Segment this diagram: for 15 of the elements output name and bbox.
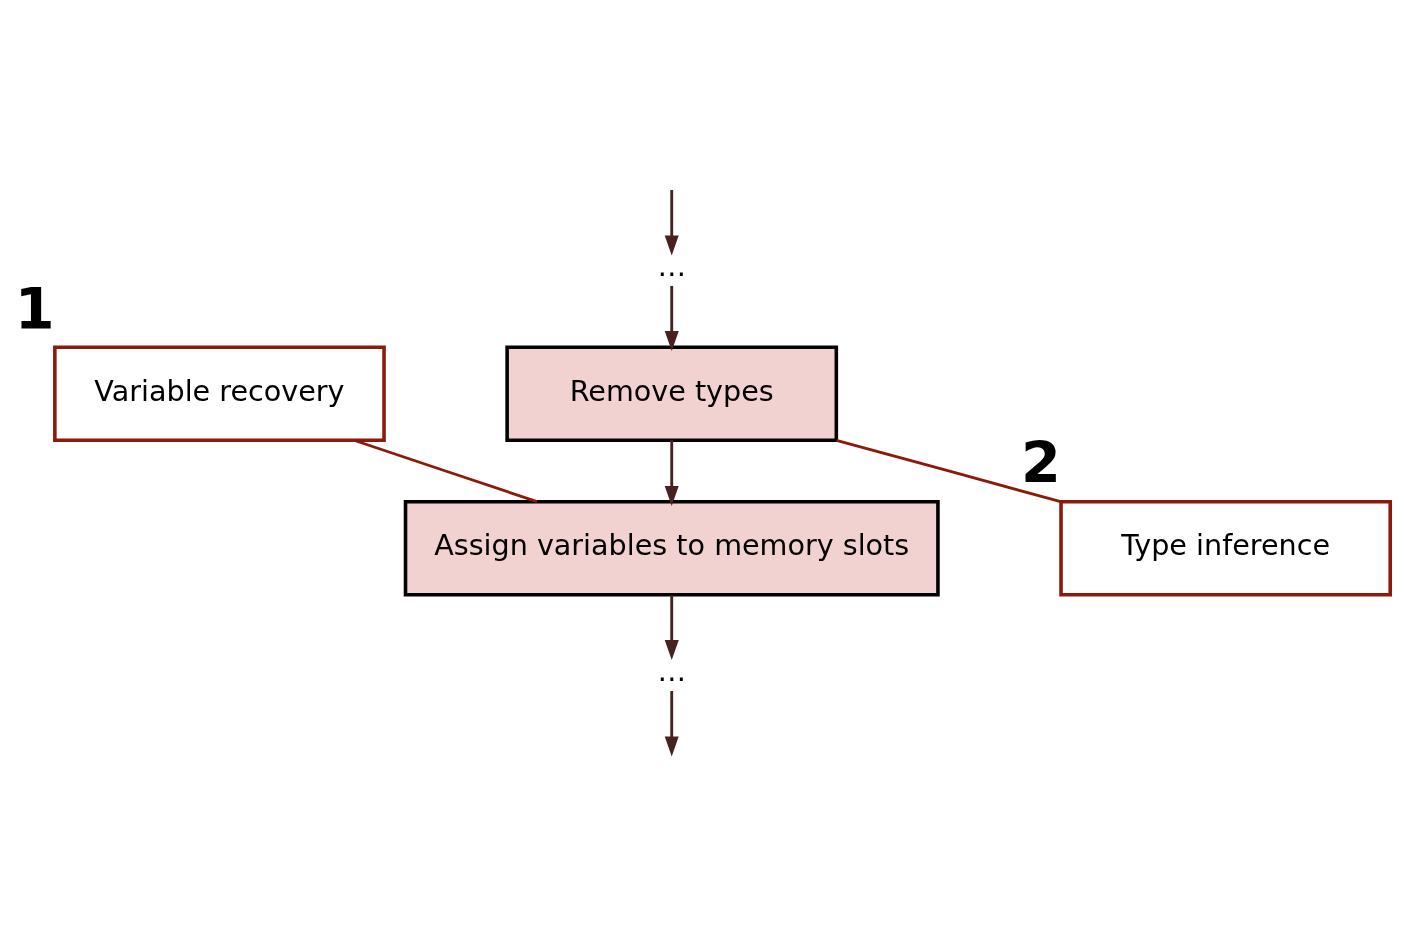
node-box: Variable recovery — [53, 345, 386, 443]
arrow — [664, 595, 679, 661]
arrow — [664, 285, 679, 352]
node-text: … — [657, 653, 687, 688]
connector — [353, 438, 538, 503]
node-box: Type inference — [1059, 499, 1392, 597]
node-text: … — [657, 248, 687, 283]
arrow — [664, 440, 679, 506]
node-box: Remove types — [505, 345, 839, 443]
node-label: 1 — [14, 275, 55, 343]
arrow — [664, 690, 679, 757]
node-box: Assign variables to memory slots — [403, 499, 940, 597]
arrow — [664, 189, 679, 256]
connector — [836, 438, 1061, 504]
node-label: 2 — [1020, 430, 1061, 498]
